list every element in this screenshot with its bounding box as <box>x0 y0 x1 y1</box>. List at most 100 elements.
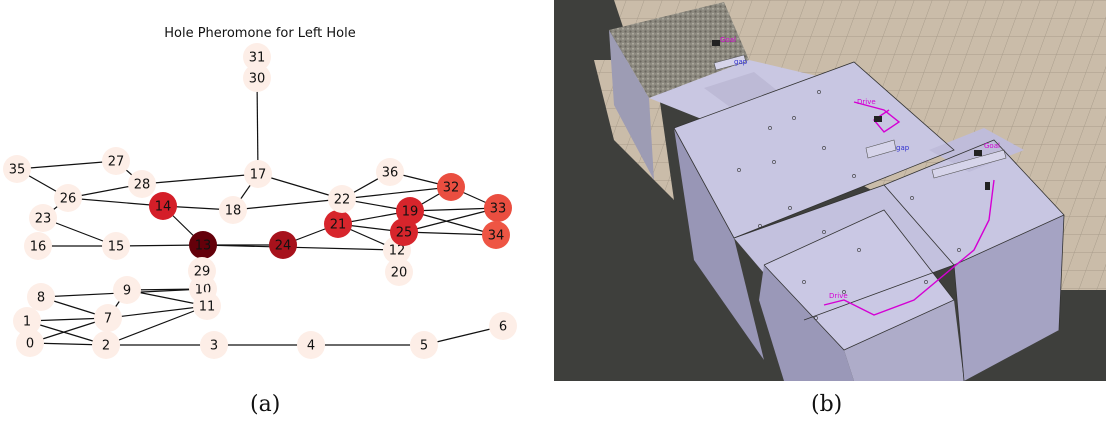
graph-node-20: 20 <box>385 258 413 286</box>
graph-node-label: 4 <box>307 339 315 354</box>
graph-node-circle <box>27 283 55 311</box>
graph-node-label: 18 <box>225 204 242 219</box>
graph-edge <box>107 305 208 319</box>
drive-label: Drive <box>857 98 876 106</box>
graph-node-circle <box>482 221 510 249</box>
graph-node-34: 34 <box>482 221 510 249</box>
graph-node-label: 6 <box>499 320 507 335</box>
graph-node-label: 2 <box>102 339 110 354</box>
graph-node-27: 27 <box>102 147 130 175</box>
graph-node-circle <box>297 331 325 359</box>
graph-node-circle <box>243 43 271 71</box>
graph-node-label: 29 <box>194 265 211 280</box>
graph-edge <box>403 207 499 233</box>
simulation-scene-panel: Goal gap Drive gap Goal Drive <box>554 0 1106 381</box>
graph-node-6: 6 <box>489 312 517 340</box>
graph-node-1: 1 <box>13 307 41 335</box>
graph-node-circle <box>390 218 418 246</box>
graph-node-22: 22 <box>328 185 356 213</box>
graph-node-23: 23 <box>29 204 57 232</box>
graph-node-circle <box>29 204 57 232</box>
graph-node-label: 27 <box>108 155 125 170</box>
graph-node-19: 19 <box>396 197 424 225</box>
gap-label: gap <box>734 58 748 66</box>
graph-node-circle <box>410 331 438 359</box>
graph-edge <box>115 244 204 247</box>
main-block-top <box>674 62 954 238</box>
graph-node-circle <box>243 64 271 92</box>
caption-a: (a) <box>250 392 281 417</box>
graph-node-24: 24 <box>269 231 297 259</box>
right-block-front <box>954 215 1064 381</box>
graph-node-15: 15 <box>102 232 130 260</box>
graph-node-21: 21 <box>324 210 352 238</box>
graph-node-circle <box>92 331 120 359</box>
graph-node-8: 8 <box>27 283 55 311</box>
graph-node-label: 28 <box>134 178 151 193</box>
graph-node-label: 24 <box>275 239 292 254</box>
surface-markers <box>737 90 961 320</box>
graph-node-28: 28 <box>128 170 156 198</box>
graph-node-label: 9 <box>123 284 131 299</box>
graph-node-label: 14 <box>155 200 172 215</box>
graph-node-label: 0 <box>26 337 34 352</box>
graph-node-0: 0 <box>16 329 44 357</box>
graph-node-circle <box>328 185 356 213</box>
graph-node-label: 7 <box>104 312 112 327</box>
gap-label: gap <box>896 144 910 152</box>
graph-node-label: 16 <box>30 240 47 255</box>
graph-node-7: 7 <box>94 304 122 332</box>
graph-node-29: 29 <box>188 257 216 285</box>
graph-node-circle <box>189 231 217 259</box>
goal-label: Goal <box>984 142 1000 150</box>
graph-node-label: 31 <box>249 51 266 66</box>
graph-node-label: 21 <box>330 218 347 233</box>
graph-node-30: 30 <box>243 64 271 92</box>
graph-node-circle <box>385 258 413 286</box>
robot-icon <box>712 40 990 190</box>
graph-node-35: 35 <box>3 155 31 183</box>
graph-edge <box>141 173 259 185</box>
graph-node-circle <box>396 197 424 225</box>
graph-node-label: 13 <box>195 239 212 254</box>
lower-block-front <box>759 265 854 381</box>
graph-node-33: 33 <box>484 194 512 222</box>
graph-node-label: 1 <box>23 315 31 330</box>
graph-node-4: 4 <box>297 331 325 359</box>
main-block-side <box>674 128 764 360</box>
graph-node-17: 17 <box>244 160 272 188</box>
graph-edge <box>16 160 117 170</box>
graph-node-circle <box>113 276 141 304</box>
graph-node-label: 17 <box>250 168 267 183</box>
graph-node-18: 18 <box>219 196 247 224</box>
graph-node-36: 36 <box>376 158 404 186</box>
graph-node-16: 16 <box>24 232 52 260</box>
graph-node-9: 9 <box>113 276 141 304</box>
graph-node-31: 31 <box>243 43 271 71</box>
graph-node-label: 35 <box>9 163 26 178</box>
graph-node-circle <box>219 196 247 224</box>
right-block-top <box>884 140 1064 265</box>
graph-node-circle <box>324 210 352 238</box>
block-outlines <box>673 61 1065 381</box>
graph-node-circle <box>54 184 82 212</box>
graph-node-label: 23 <box>35 212 52 227</box>
graph-node-circle <box>376 158 404 186</box>
graph-node-circle <box>437 173 465 201</box>
graph-node-label: 15 <box>108 240 125 255</box>
graph-node-label: 26 <box>60 192 77 207</box>
graph-node-13: 13 <box>189 231 217 259</box>
graph-node-circle <box>3 155 31 183</box>
graph-edge <box>105 305 208 346</box>
graph-node-label: 25 <box>396 226 413 241</box>
graph-node-circle <box>244 160 272 188</box>
graph-edge <box>409 210 497 236</box>
graph-node-label: 30 <box>249 72 266 87</box>
graph-node-circle <box>94 304 122 332</box>
graph-node-11: 11 <box>193 292 221 320</box>
drive-label: Drive <box>829 292 848 300</box>
goal-label: Goal <box>720 36 736 44</box>
graph-node-25: 25 <box>390 218 418 246</box>
